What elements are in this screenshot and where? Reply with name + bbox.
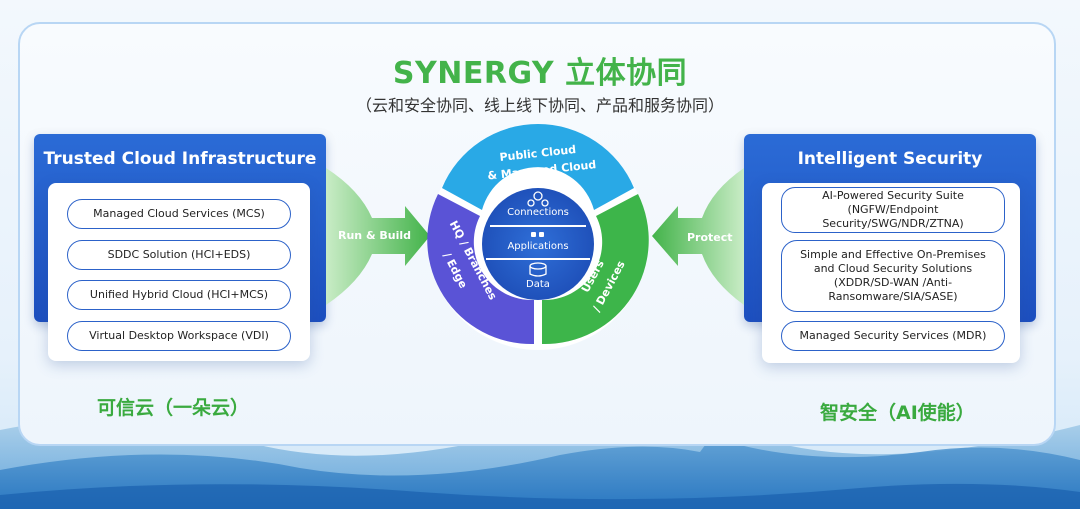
right-cn-label: 智安全（AI使能） bbox=[820, 402, 975, 424]
right-arrow bbox=[652, 168, 744, 305]
core-data-label: Data bbox=[526, 279, 550, 290]
core-connections-label: Connections bbox=[507, 207, 569, 218]
left-arrow bbox=[326, 168, 430, 305]
core-circle bbox=[482, 188, 594, 300]
left-item-hybrid-cloud: Unified Hybrid Cloud (HCI+MCS) bbox=[67, 280, 291, 310]
page-subtitle: （云和安全协同、线上线下协同、产品和服务协同） bbox=[355, 96, 724, 115]
core-applications-label: Applications bbox=[507, 241, 568, 252]
applications-icon bbox=[531, 232, 544, 237]
connections-icon bbox=[527, 191, 549, 207]
left-panel-title: Trusted Cloud Infrastructure bbox=[43, 149, 317, 169]
right-panel-title: Intelligent Security bbox=[797, 149, 983, 169]
segment-public-cloud bbox=[442, 123, 634, 210]
data-icon bbox=[529, 262, 547, 277]
segment-users-devices bbox=[542, 194, 649, 345]
page-title: SYNERGY 立体协同 bbox=[392, 56, 688, 91]
protect-label: Protect bbox=[687, 231, 733, 244]
segment-hq-branches bbox=[427, 194, 534, 345]
left-item-sddc: SDDC Solution (HCI+EDS) bbox=[67, 240, 291, 270]
right-item-mdr: Managed Security Services (MDR) bbox=[781, 321, 1005, 351]
left-item-mcs: Managed Cloud Services (MCS) bbox=[67, 199, 291, 229]
right-item-onprem-cloud: Simple and Effective On-Premises and Clo… bbox=[781, 240, 1005, 312]
right-item-ai-security: AI-Powered Security Suite (NGFW/Endpoint… bbox=[781, 187, 1005, 233]
run-build-label: Run & Build bbox=[338, 229, 412, 242]
left-item-vdi: Virtual Desktop Workspace (VDI) bbox=[67, 321, 291, 351]
left-cn-label: 可信云（一朵云） bbox=[97, 397, 250, 419]
